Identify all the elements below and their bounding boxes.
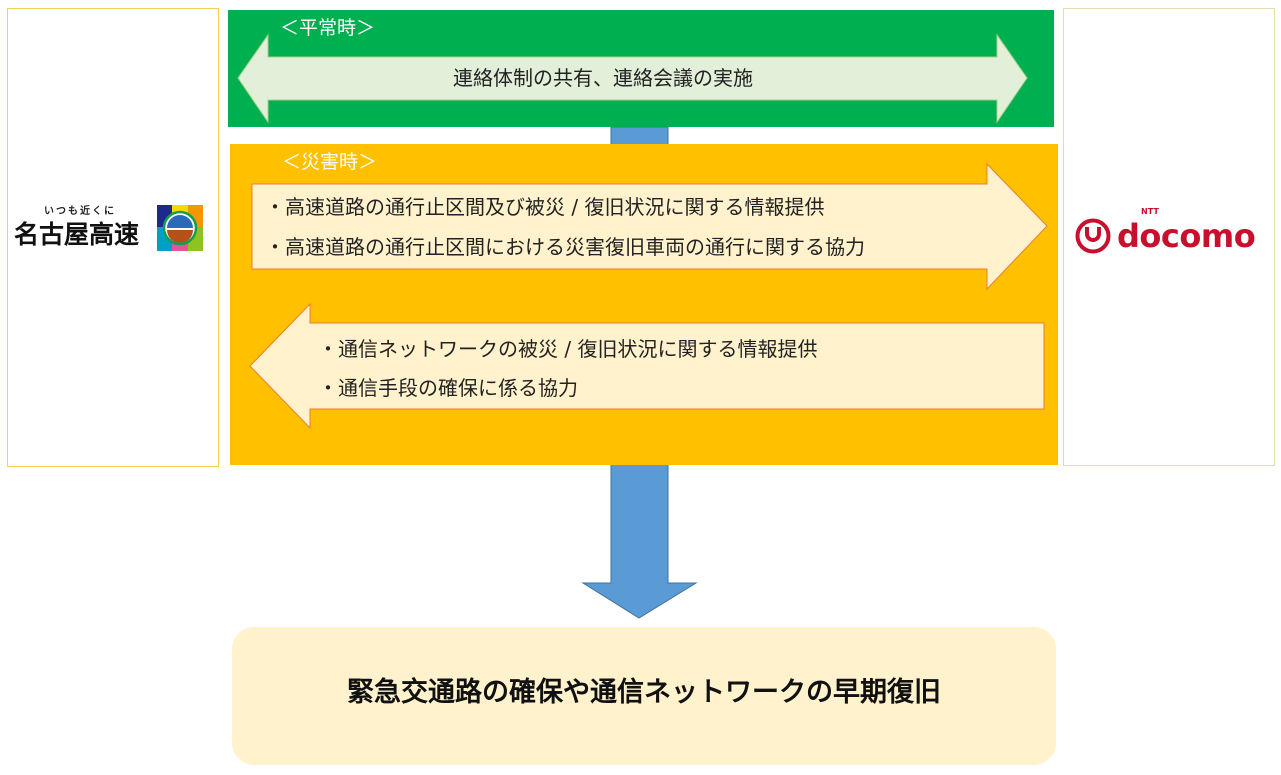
right-arrow	[251, 162, 1048, 291]
nagoya-tagline: いつも近くに	[44, 206, 116, 217]
docomo-logo-text: docomo	[1117, 217, 1256, 255]
normal-time-label: ＜平常時＞	[280, 17, 376, 39]
docomo-ntt-text: NTT	[1141, 207, 1159, 216]
nagoya-logo-icon	[157, 205, 203, 251]
double-arrow	[237, 33, 1028, 124]
nagoya-logo-text: 名古屋高速	[14, 220, 140, 249]
disaster-time-label: ＜災害時＞	[282, 151, 378, 173]
telecom-info-item: ・通信ネットワークの被災 / 復旧状況に関する情報提供	[318, 337, 818, 361]
normal-time-text: 連絡体制の共有、連絡会議の実施	[453, 66, 753, 90]
left-arrow	[249, 302, 1045, 430]
result-box	[232, 627, 1056, 765]
road-info-item: ・高速道路の通行止区間における災害復旧車両の通行に関する協力	[265, 235, 865, 259]
docomo-logo-icon	[1075, 218, 1111, 254]
result-text: 緊急交通路の確保や通信ネットワークの早期復旧	[347, 677, 941, 708]
telecom-info-item: ・通信手段の確保に係る協力	[318, 376, 578, 400]
road-info-item: ・高速道路の通行止区間及び被災 / 復旧状況に関する情報提供	[265, 195, 825, 219]
docomo-box	[1063, 8, 1275, 466]
nagoya-expressway-box	[7, 8, 219, 467]
